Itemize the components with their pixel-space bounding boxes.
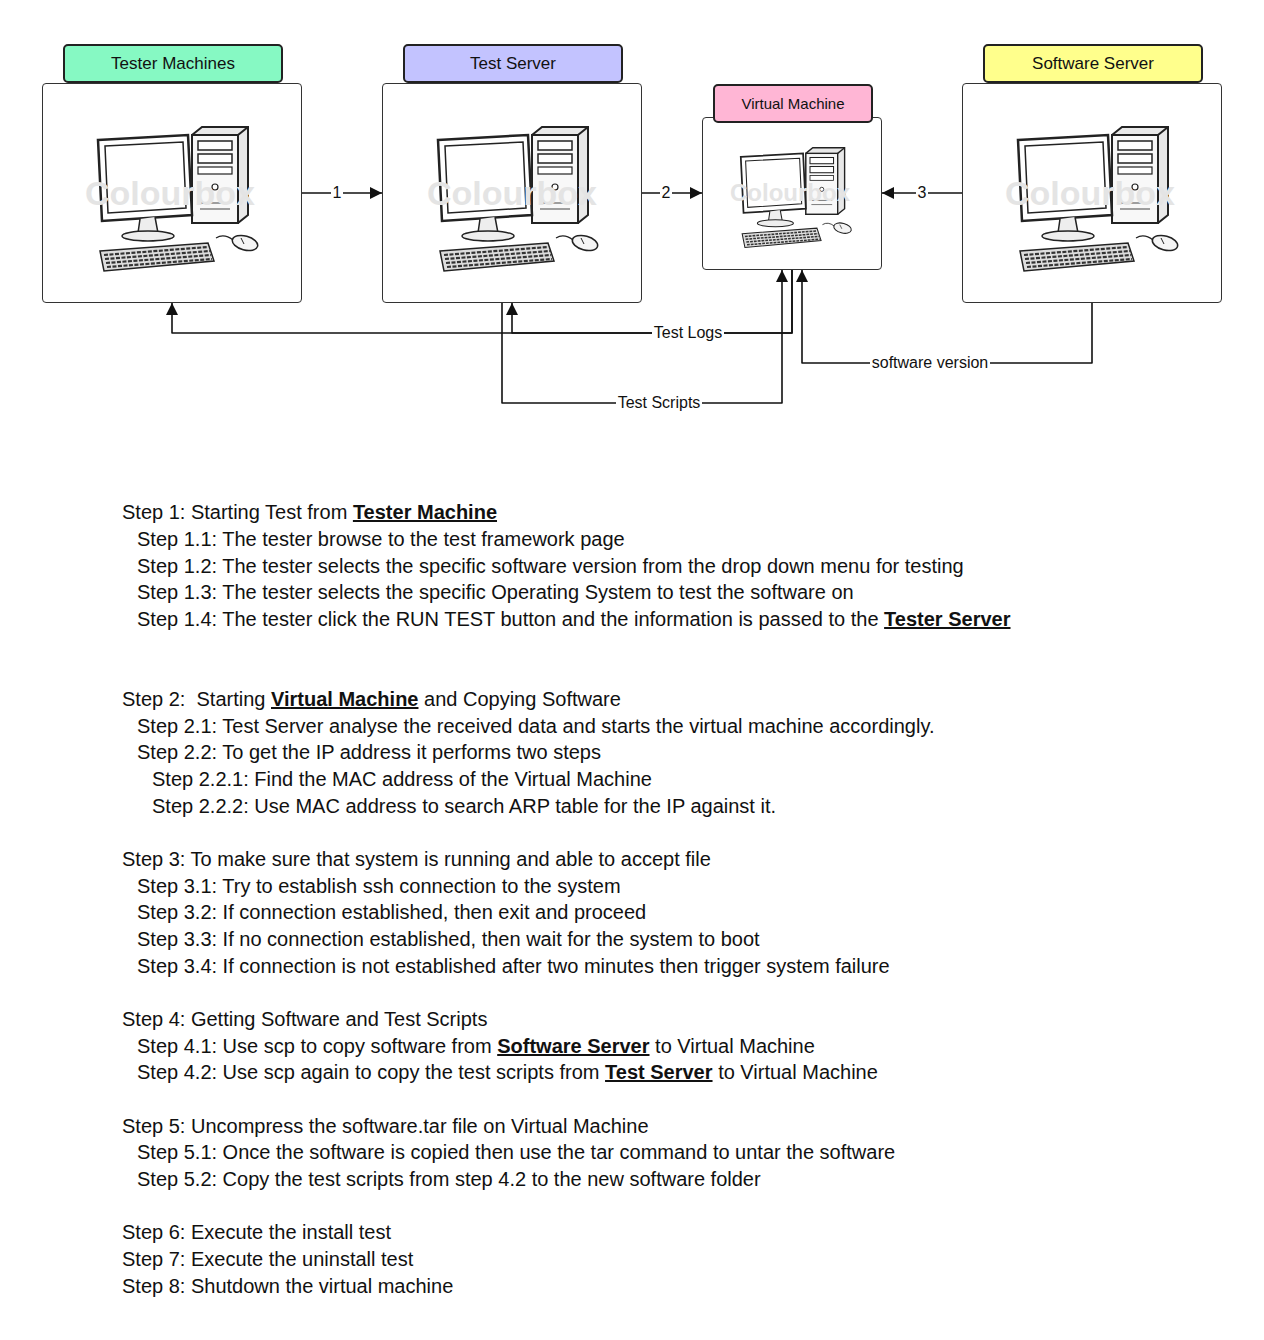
edge-label: 3 <box>916 184 929 202</box>
step-text: Step 3.4: If connection is not establish… <box>137 955 890 977</box>
edge-label: 2 <box>660 184 673 202</box>
step-text: Step 4.2: Use scp again to copy the test… <box>137 1061 599 1083</box>
step-text: Step 3.2: If connection established, the… <box>137 901 646 923</box>
step-text: Step 2.1: Test Server analyse the receiv… <box>137 715 934 737</box>
heading-tab: Software Server <box>983 44 1203 83</box>
step-text: Step 3.1: Try to establish ssh connectio… <box>137 875 621 897</box>
step-line: Step 5.1: Once the software is copied th… <box>137 1139 1237 1166</box>
component-name: Tester Server <box>884 608 1010 630</box>
step-line: Step 1.2: The tester selects the specifi… <box>137 553 1237 580</box>
step-line: Step 3.4: If connection is not establish… <box>137 953 1237 980</box>
connector-arrow <box>802 270 1092 363</box>
step-line: Step 3: To make sure that system is runn… <box>122 846 1222 873</box>
step-line: Step 1.3: The tester selects the specifi… <box>137 579 1237 606</box>
step-line: Step 8: Shutdown the virtual machine <box>122 1273 1222 1300</box>
step-line: Step 4.1: Use scp to copy software fromS… <box>137 1033 1237 1060</box>
step-text: Step 1.4: The tester click the RUN TEST … <box>137 608 879 630</box>
step-text: Step 4: Getting Software and Test Script… <box>122 1008 487 1030</box>
step-line: Step 1.1: The tester browse to the test … <box>137 526 1237 553</box>
edge-label: 1 <box>331 184 344 202</box>
step-text: Step 2.2: To get the IP address it perfo… <box>137 741 601 763</box>
step-line: Step 2: Starting Virtual Machine and Copyi… <box>122 686 1222 713</box>
component-name: Test Server <box>605 1061 712 1083</box>
watermark: Colourbox <box>427 174 597 213</box>
step-line: Step 7: Execute the uninstall test <box>122 1246 1222 1273</box>
step-line: Step 2.2.2: Use MAC address to search AR… <box>152 793 1252 820</box>
step-text: Step 6: Execute the install test <box>122 1221 391 1243</box>
connector-arrow <box>502 270 782 403</box>
step-text: to Virtual Machine <box>655 1035 815 1057</box>
step-line: Step 2.2.1: Find the MAC address of the … <box>152 766 1252 793</box>
heading-text: Tester Machines <box>111 54 235 74</box>
step-line: Step 2.2: To get the IP address it perfo… <box>137 739 1237 766</box>
step-text: Step 5.2: Copy the test scripts from ste… <box>137 1168 761 1190</box>
step-line: Step 1.4: The tester click the RUN TEST … <box>137 606 1037 633</box>
heading-tab: Tester Machines <box>63 44 283 83</box>
step-line: Step 6: Execute the install test <box>122 1219 1222 1246</box>
step-text: to Virtual Machine <box>718 1061 878 1083</box>
step-text: Step 3: To make sure that system is runn… <box>122 848 711 870</box>
step-line: Step 5: Uncompress the software.tar file… <box>122 1113 1222 1140</box>
step-text: Step 7: Execute the uninstall test <box>122 1248 413 1270</box>
step-line: Step 1: Starting Test from Tester Machine <box>122 499 1222 526</box>
component-name: Tester Machine <box>353 501 497 523</box>
edge-label: software version <box>870 354 991 372</box>
step-line: Step 3.3: If no connection established, … <box>137 926 1237 953</box>
edge-label: Test Scripts <box>616 394 703 412</box>
component-name: Virtual Machine <box>271 688 418 710</box>
step-text: Step 8: Shutdown the virtual machine <box>122 1275 453 1297</box>
heading-tab: Test Server <box>403 44 623 83</box>
step-text: Step 1.2: The tester selects the specifi… <box>137 555 964 577</box>
edge-label: Test Logs <box>652 324 724 342</box>
component-name: Software Server <box>497 1035 649 1057</box>
step-text: Step 2.2.2: Use MAC address to search AR… <box>152 795 776 817</box>
step-line: Step 4: Getting Software and Test Script… <box>122 1006 1222 1033</box>
step-text: Step 1.3: The tester selects the specifi… <box>137 581 854 603</box>
step-text: Step 2: Starting <box>122 688 265 710</box>
step-text: Step 3.3: If no connection established, … <box>137 928 760 950</box>
step-line: Step 3.2: If connection established, the… <box>137 899 1237 926</box>
watermark: Colourbox <box>85 174 255 213</box>
step-line: Step 5.2: Copy the test scripts from ste… <box>137 1166 1237 1193</box>
step-text: Step 1: Starting Test from <box>122 501 347 523</box>
heading-text: Test Server <box>470 54 556 74</box>
watermark: Colourbox <box>730 179 850 207</box>
step-text: Step 5.1: Once the software is copied th… <box>137 1141 895 1163</box>
heading-text: Software Server <box>1032 54 1154 74</box>
step-text: Step 2.2.1: Find the MAC address of the … <box>152 768 652 790</box>
step-line: Step 4.2: Use scp again to copy the test… <box>137 1059 1237 1086</box>
step-text: Step 5: Uncompress the software.tar file… <box>122 1115 649 1137</box>
step-text: Step 1.1: The tester browse to the test … <box>137 528 625 550</box>
watermark: Colourbox <box>1005 174 1175 213</box>
step-line: Step 2.1: Test Server analyse the receiv… <box>137 713 1237 740</box>
heading-tab: Virtual Machine <box>713 84 873 123</box>
heading-text: Virtual Machine <box>741 95 844 112</box>
step-text: Step 4.1: Use scp to copy software from <box>137 1035 492 1057</box>
step-line: Step 3.1: Try to establish ssh connectio… <box>137 873 1237 900</box>
step-text: and Copying Software <box>424 688 621 710</box>
